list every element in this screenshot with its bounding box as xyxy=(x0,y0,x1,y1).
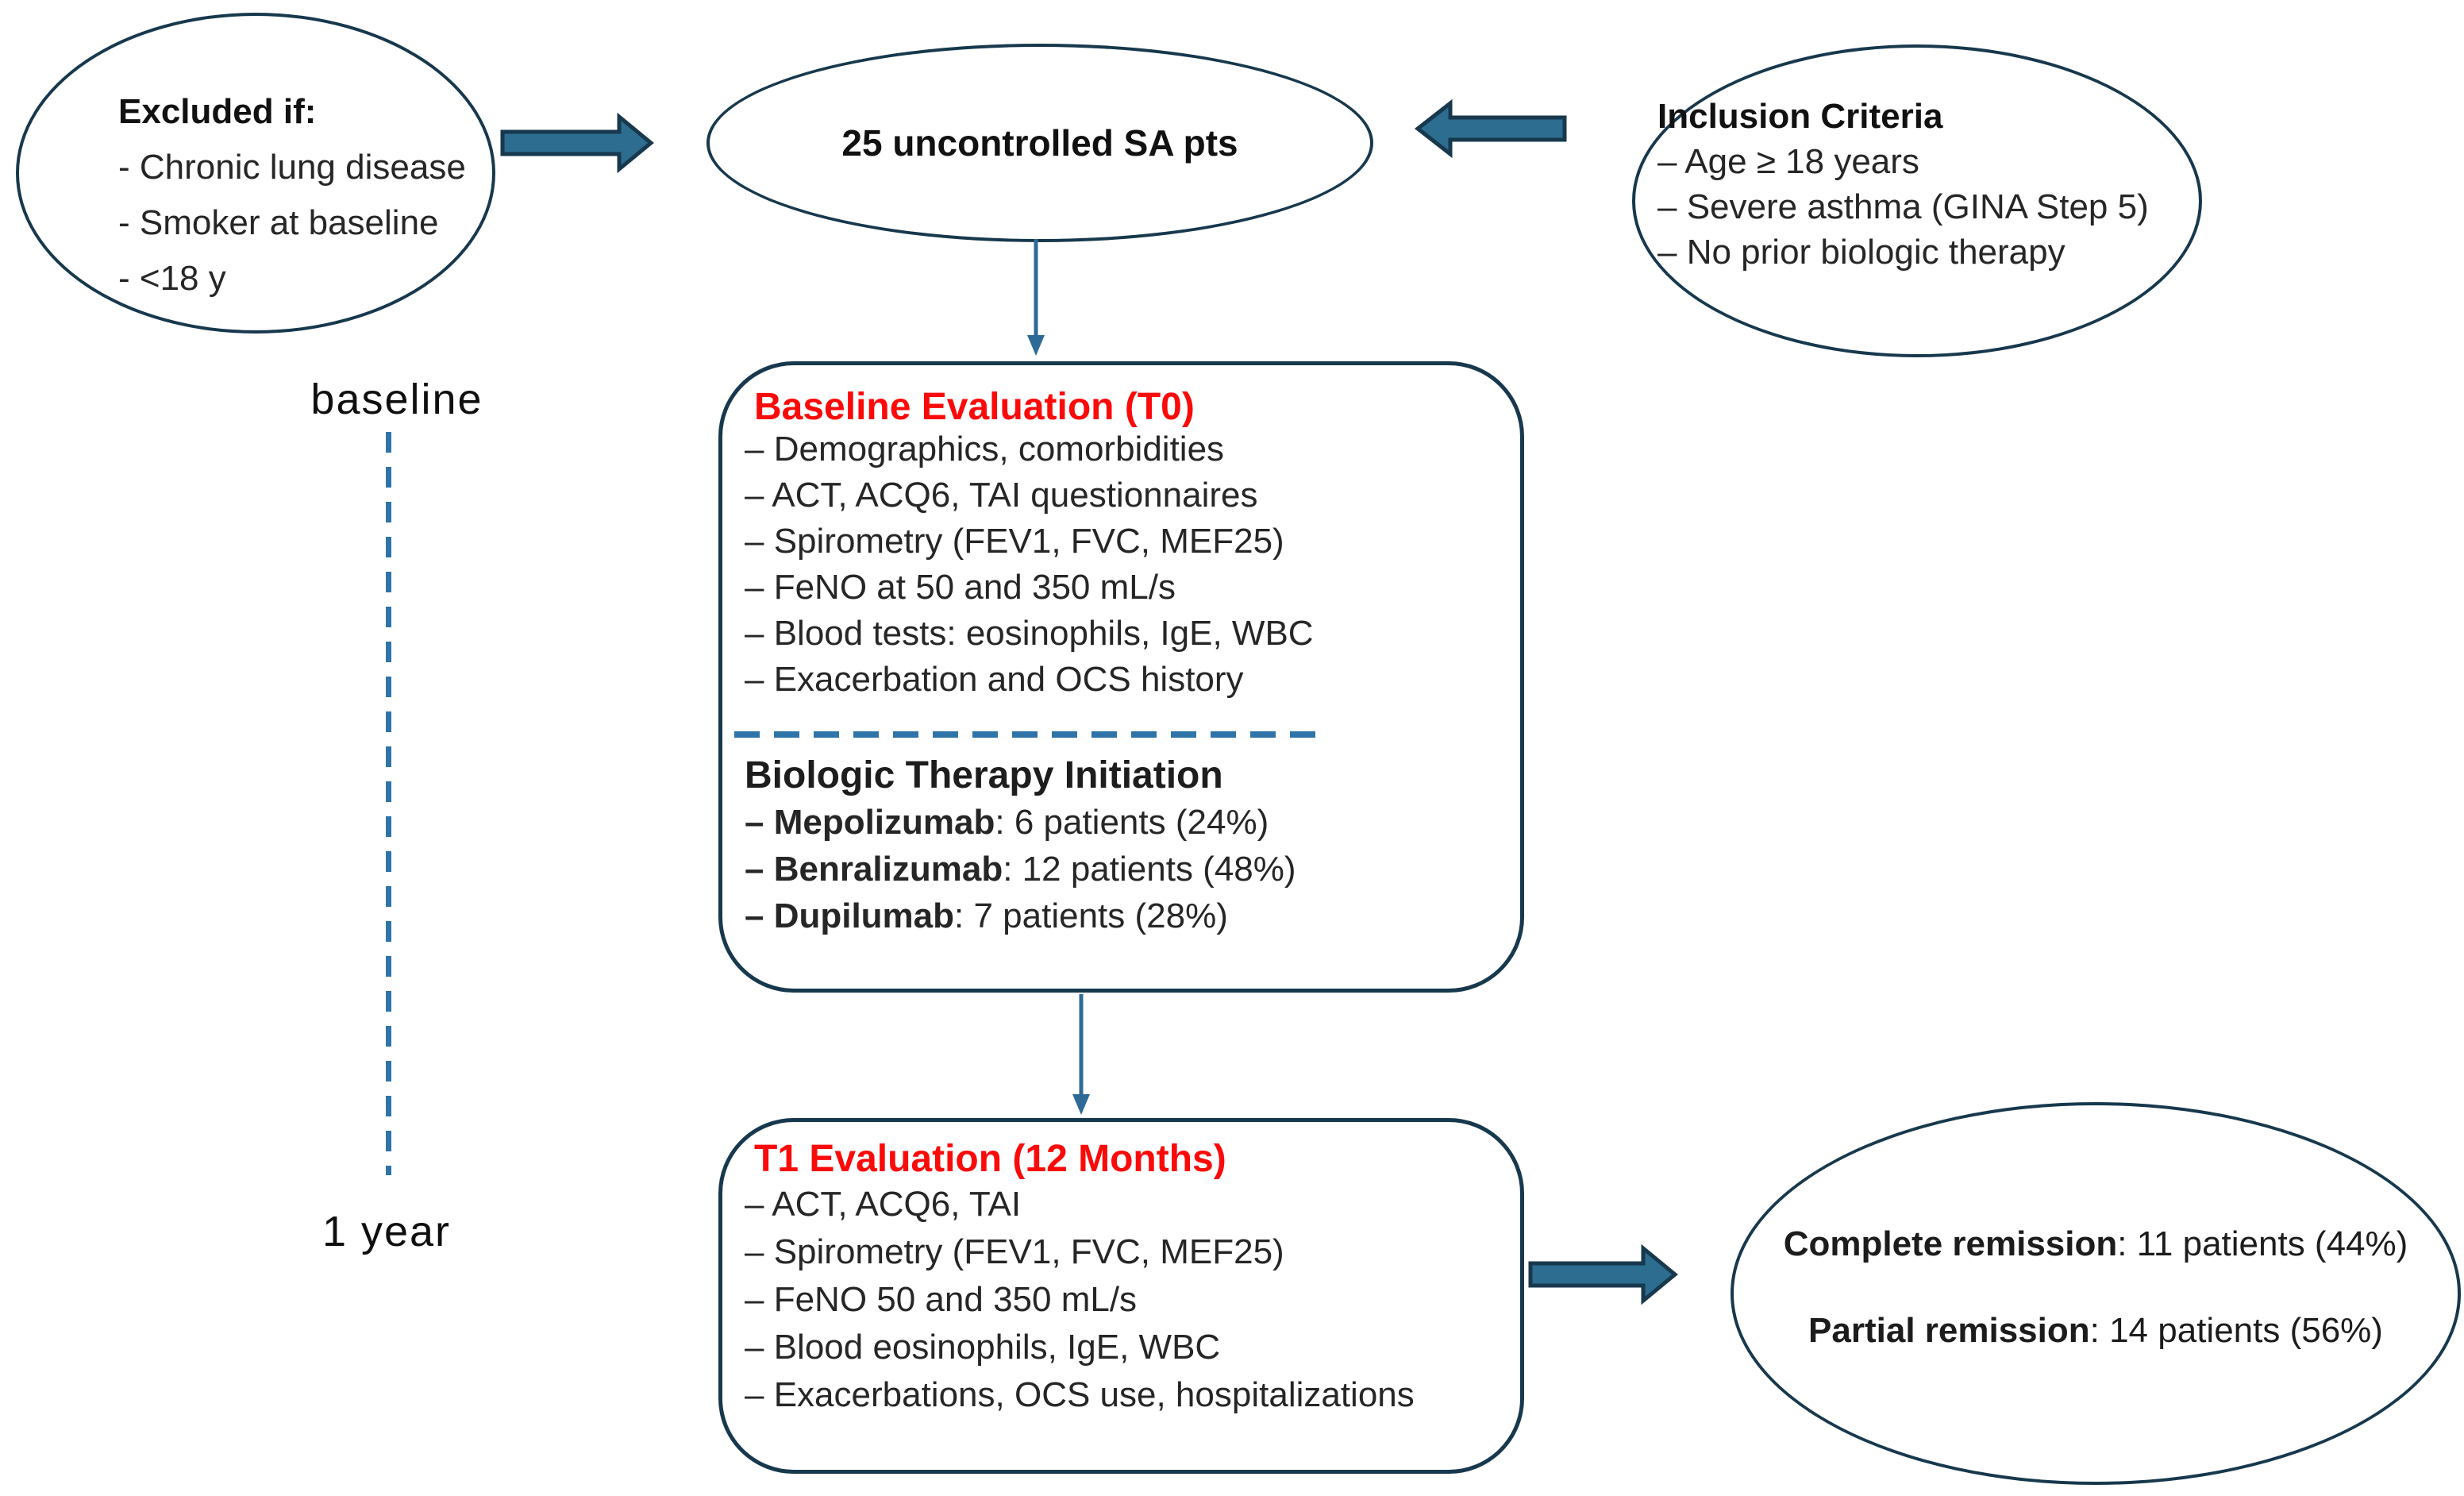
excluded-item: - Chronic lung disease xyxy=(118,148,466,187)
arrow-t1-to-outcome xyxy=(1528,1243,1678,1305)
cohort-ellipse: 25 uncontrolled SA pts xyxy=(706,44,1373,242)
t1-bullet: – ACT, ACQ6, TAI xyxy=(745,1185,1022,1224)
therapy-drug-name: – Benralizumab xyxy=(745,850,1003,889)
t1-bullet: – Exacerbations, OCS use, hospitalizatio… xyxy=(745,1375,1415,1414)
section-divider-dashed xyxy=(734,731,1322,738)
t1-bullet: – Spirometry (FEV1, FVC, MEF25) xyxy=(745,1232,1284,1271)
excluded-criteria-ellipse: Excluded if: - Chronic lung disease - Sm… xyxy=(16,13,495,334)
therapy-drug-count: : 7 patients (28%) xyxy=(954,896,1228,935)
baseline-bullet: – FeNO at 50 and 350 mL/s xyxy=(745,568,1176,607)
partial-remission-label: Partial remission xyxy=(1808,1311,2090,1350)
timeline-start-label: baseline xyxy=(310,376,483,423)
therapy-section-title: Biologic Therapy Initiation xyxy=(745,754,1223,796)
excluded-item: - <18 y xyxy=(118,259,226,298)
therapy-drug-count: : 6 patients (24%) xyxy=(995,803,1269,842)
inclusion-item: – Severe asthma (GINA Step 5) xyxy=(1657,187,2149,226)
partial-remission-value: : 14 patients (56%) xyxy=(2089,1311,2383,1350)
baseline-box-title: Baseline Evaluation (T0) xyxy=(754,386,1195,428)
t1-bullet: – FeNO 50 and 350 mL/s xyxy=(745,1280,1138,1319)
inclusion-title: Inclusion Criteria xyxy=(1657,97,1943,136)
partial-remission-line: Partial remission: 14 patients (56%) xyxy=(1734,1309,2458,1353)
therapy-drug-name: – Dupilumab xyxy=(745,896,955,935)
complete-remission-value: : 11 patients (44%) xyxy=(2117,1224,2408,1263)
timeline-end-label: 1 year xyxy=(321,1208,452,1255)
arrow-excluded-to-cohort xyxy=(500,112,654,174)
complete-remission-label: Complete remission xyxy=(1783,1224,2118,1263)
arrow-baseline-to-t1-box xyxy=(1072,994,1090,1115)
baseline-bullet: – ACT, ACQ6, TAI questionnaires xyxy=(745,476,1258,515)
excluded-title: Excluded if: xyxy=(118,92,317,131)
complete-remission-line: Complete remission: 11 patients (44%) xyxy=(1734,1222,2458,1267)
arrow-cohort-to-baseline-box xyxy=(1027,239,1045,356)
remission-outcome-ellipse: Complete remission: 11 patients (44%) Pa… xyxy=(1731,1102,2461,1485)
timeline-dashed-line xyxy=(386,432,391,1175)
therapy-item: – Benralizumab: 12 patients (48%) xyxy=(745,846,1296,893)
t1-bullet: – Blood eosinophils, IgE, WBC xyxy=(745,1328,1221,1367)
baseline-evaluation-box: Baseline Evaluation (T0) – Demographics,… xyxy=(718,361,1524,993)
baseline-bullet: – Spirometry (FEV1, FVC, MEF25) xyxy=(745,522,1284,561)
baseline-bullet: – Blood tests: eosinophils, IgE, WBC xyxy=(745,614,1314,653)
baseline-bullet: – Demographics, comorbidities xyxy=(745,430,1225,468)
excluded-item: - Smoker at baseline xyxy=(118,203,439,242)
t1-box-title: T1 Evaluation (12 Months) xyxy=(754,1138,1226,1180)
therapy-item: – Dupilumab: 7 patients (28%) xyxy=(745,893,1296,939)
therapy-drug-count: : 12 patients (48%) xyxy=(1003,850,1296,889)
therapy-item: – Mepolizumab: 6 patients (24%) xyxy=(745,799,1296,846)
inclusion-criteria-ellipse: Inclusion Criteria – Age ≥ 18 years – Se… xyxy=(1632,44,2202,357)
therapy-drug-name: – Mepolizumab xyxy=(745,803,995,842)
arrow-inclusion-to-cohort xyxy=(1414,98,1567,159)
inclusion-item: – No prior biologic therapy xyxy=(1657,233,2066,272)
baseline-bullet: – Exacerbation and OCS history xyxy=(745,660,1244,699)
cohort-label: 25 uncontrolled SA pts xyxy=(841,122,1238,164)
inclusion-item: – Age ≥ 18 years xyxy=(1657,142,1919,181)
t1-evaluation-box: T1 Evaluation (12 Months) – ACT, ACQ6, T… xyxy=(718,1118,1524,1474)
